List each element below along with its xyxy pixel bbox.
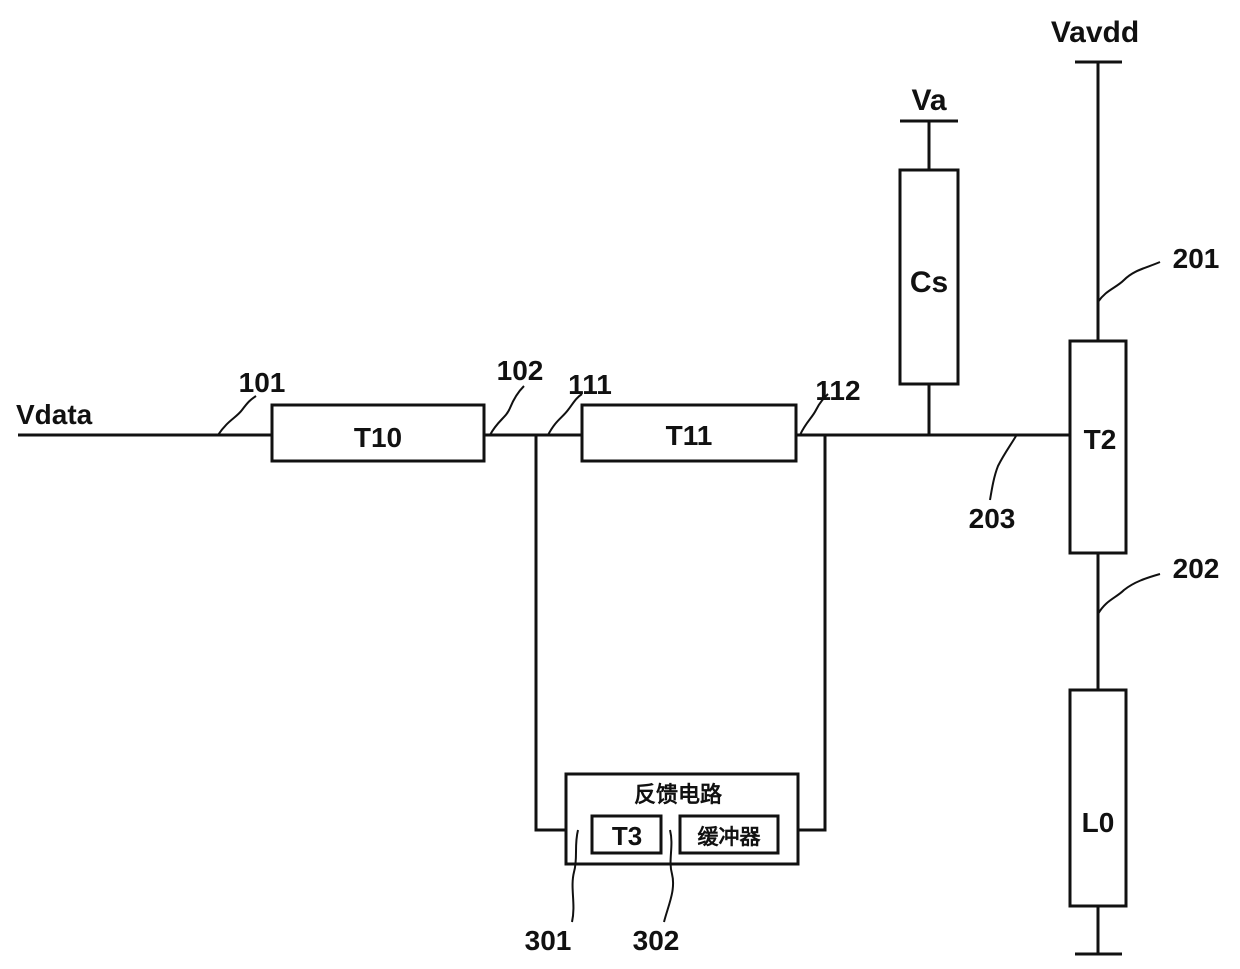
va-label: Va — [911, 84, 946, 117]
ref-302: 302 — [633, 925, 680, 956]
feedback-right-wire — [778, 435, 825, 830]
feedback-circuit-label: 反馈电路 — [634, 782, 723, 808]
l0-box — [1070, 690, 1126, 906]
leader-111 — [548, 394, 582, 435]
ref-111: 111 — [568, 369, 612, 400]
leader-202 — [1098, 574, 1160, 614]
leader-102 — [490, 386, 524, 435]
vavdd-label: Vavdd — [1051, 16, 1139, 49]
ref-202: 202 — [1173, 553, 1220, 584]
buffer-label: 缓冲器 — [698, 825, 762, 849]
cs-label: Cs — [910, 266, 948, 299]
ref-203: 203 — [969, 503, 1016, 534]
t3-label: T3 — [612, 821, 642, 851]
ref-301: 301 — [525, 925, 572, 956]
vdata-label: Vdata — [16, 399, 93, 430]
leader-203 — [990, 436, 1016, 500]
t10-label: T10 — [354, 422, 402, 453]
leader-201 — [1098, 262, 1160, 302]
ref-112: 112 — [815, 375, 860, 406]
ref-102: 102 — [497, 355, 544, 386]
t11-label: T11 — [666, 420, 713, 451]
ref-201: 201 — [1173, 243, 1220, 274]
feedback-left-wire — [536, 435, 592, 830]
t2-label: T2 — [1084, 424, 1117, 455]
l0-label: L0 — [1082, 807, 1115, 838]
leader-101 — [218, 396, 256, 435]
ref-101: 101 — [239, 367, 286, 398]
